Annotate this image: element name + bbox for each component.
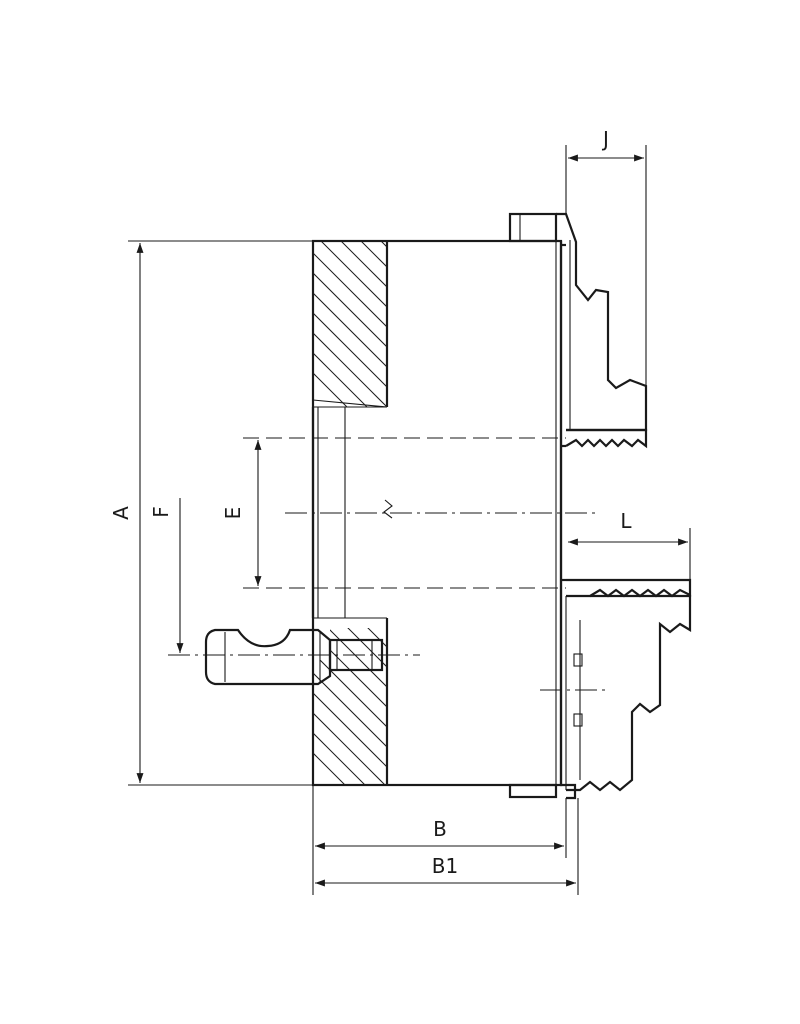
dimension-f: F [149,498,184,653]
section-hatch-bottom [313,628,387,784]
dimension-label-b1: B1 [432,854,458,878]
dimension-label-l: L [620,509,632,533]
dimension-b: B [312,785,567,895]
dimension-l: L [568,509,691,580]
lower-jaw [508,578,692,799]
dimension-label-b: B [433,817,447,841]
dimension-label-f: F [149,506,173,518]
dimension-label-j: J [601,127,609,151]
dimension-j: J [565,127,647,430]
section-hatch-top [313,242,387,407]
dimension-b1: B1 [315,798,579,895]
dimension-e: E [221,440,262,586]
dimension-label-a: A [109,506,133,520]
dimension-a: A [109,240,313,786]
dimension-label-e: E [221,507,245,520]
upper-jaw [508,212,648,449]
